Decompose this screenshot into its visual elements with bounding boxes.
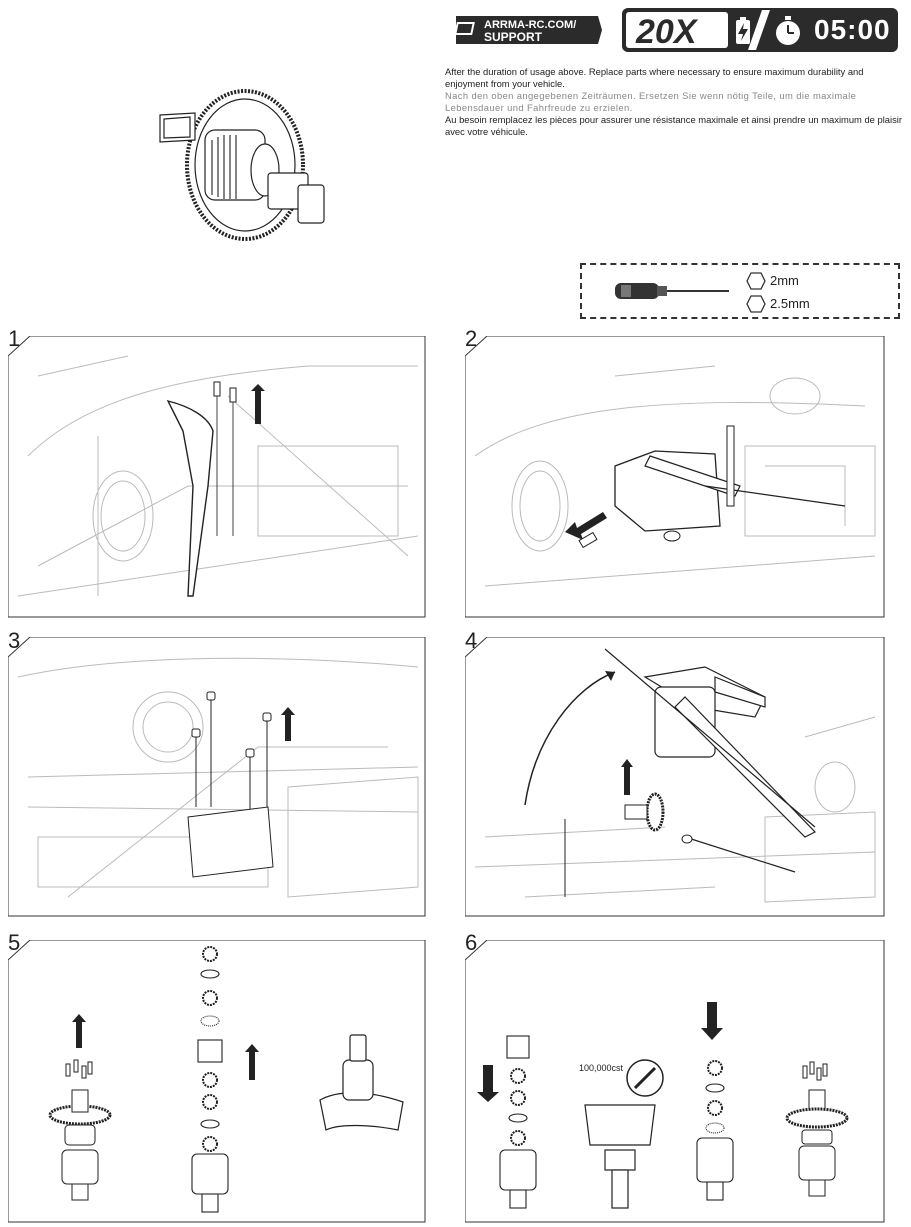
intro-fr: Au besoin remplacez les pièces pour assu… [445, 114, 902, 137]
step-number: 6 [465, 930, 478, 955]
up-arrow-icon [245, 1044, 259, 1080]
up-arrow-icon [281, 707, 295, 741]
step-number: 2 [465, 326, 478, 351]
up-arrow-icon [72, 1014, 86, 1048]
service-time: 05:00 [814, 14, 891, 45]
up-arrow-icon [621, 759, 633, 795]
arrma-support-logo: ARRMA-RC.COM/ SUPPORT [454, 16, 602, 44]
step-number: 4 [465, 628, 478, 653]
hex-icon [746, 295, 766, 313]
battery-icon [736, 17, 750, 44]
step-3-panel [8, 637, 426, 917]
support-line2: SUPPORT [484, 30, 543, 44]
up-arrow-icon [251, 384, 265, 424]
hex-size-2-5mm: 2.5mm [770, 296, 810, 311]
down-arrow-icon [701, 1002, 723, 1040]
intro-text: After the duration of usage above. Repla… [445, 66, 905, 138]
service-interval-badge: 20X 05:00 [622, 8, 898, 52]
step-2-panel [465, 336, 885, 618]
step-number: 3 [8, 628, 21, 653]
step-5-panel [8, 940, 426, 1223]
differential-illustration [159, 89, 325, 241]
step-number: 5 [8, 930, 21, 955]
badge-graphics: 20X [626, 10, 800, 51]
intro-en: After the duration of usage above. Repla… [445, 66, 864, 89]
hex-size-2mm: 2mm [770, 273, 799, 288]
lightning-slash-icon [748, 10, 770, 50]
hex-icon [746, 272, 766, 290]
screwdriver-icon [615, 283, 729, 299]
tools-box: 2mm 2.5mm [580, 263, 900, 319]
intro-de: Nach den oben angegebenen Zeiträumen. Er… [445, 90, 857, 113]
model-label: 20X [635, 13, 699, 51]
step-1-panel [8, 336, 426, 618]
step-6-panel: 100,000cst [465, 940, 885, 1223]
stopwatch-icon [776, 16, 800, 45]
oil-viscosity-label: 100,000cst [579, 1063, 624, 1073]
left-arrow-icon [565, 512, 607, 540]
step-4-panel [465, 637, 885, 917]
step-number: 1 [8, 326, 21, 351]
support-line1: ARRMA-RC.COM/ [484, 19, 576, 31]
curved-arrow-icon [605, 671, 615, 681]
down-arrow-icon [477, 1065, 499, 1102]
